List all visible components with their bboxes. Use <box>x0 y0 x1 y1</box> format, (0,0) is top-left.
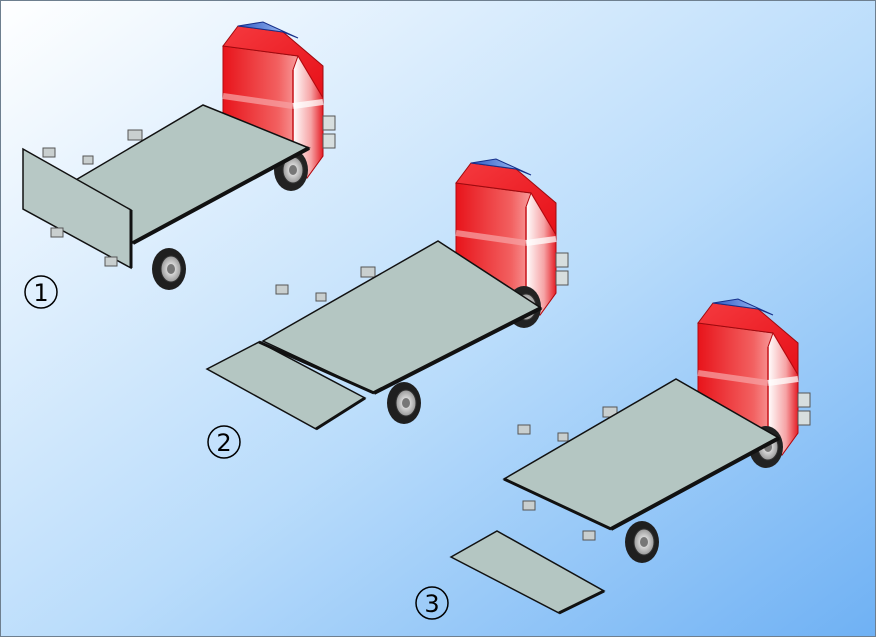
rear-wheel-2 <box>387 382 421 424</box>
rear-wheel-3 <box>625 521 659 563</box>
step-marker-2-label: 2 <box>216 429 231 457</box>
step-marker-3-label: 3 <box>424 590 439 618</box>
rear-wheel-1 <box>152 248 186 290</box>
step-marker-1-label: 1 <box>33 279 48 307</box>
